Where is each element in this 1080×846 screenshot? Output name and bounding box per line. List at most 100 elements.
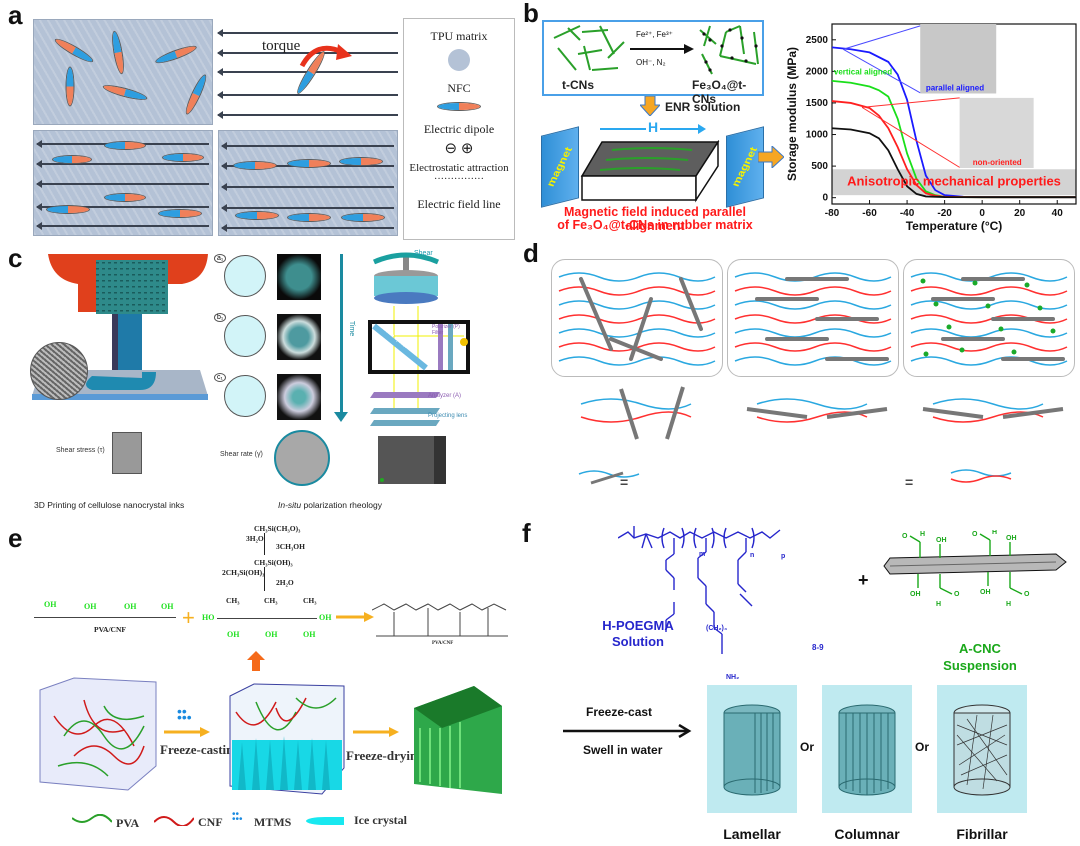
polymer-chain xyxy=(558,342,716,352)
crosslink-dot xyxy=(1011,349,1017,355)
svg-text:OH: OH xyxy=(936,537,947,544)
rheometer-illustration xyxy=(368,252,470,484)
or-label-1: Or xyxy=(800,740,815,754)
arrow-parallel-2 xyxy=(843,48,921,94)
subscript-n: n xyxy=(750,552,755,559)
cellulose-rod xyxy=(619,388,639,440)
subscript-p: p xyxy=(781,553,786,560)
svg-text:OH: OH xyxy=(910,591,921,598)
pva-cnf-label-left: PVA/CNF xyxy=(94,625,126,634)
polymer-chain xyxy=(950,469,1012,477)
series-line-neat xyxy=(831,127,1076,199)
a-cnc-label-line1: A-CNC xyxy=(959,641,1001,656)
h-field-arrow: H xyxy=(600,119,710,136)
polymer-chain xyxy=(932,398,1044,410)
cellulose-rod xyxy=(746,407,808,419)
y-tick-label: 0 xyxy=(822,193,828,204)
step-a1-photo xyxy=(277,254,321,300)
y-axis-label: Storage modulus (MPa) xyxy=(785,47,799,181)
annotation-vertical-aligned: vertical aligned xyxy=(834,68,892,77)
cellulose-rod xyxy=(590,471,624,485)
x-tick-label: 0 xyxy=(979,208,985,219)
right-arrow-icon xyxy=(758,146,784,168)
y-tick-label: 2500 xyxy=(806,35,829,46)
h-field-label: H xyxy=(646,119,661,135)
subscript-m: m xyxy=(699,551,706,558)
crosslink-dot xyxy=(1050,328,1056,334)
pva-legend-icon xyxy=(72,814,112,823)
step-b1-label: b₁ xyxy=(214,313,227,322)
cellulose-rod xyxy=(679,277,703,331)
legend-electrostatic-attraction: Electrostatic attraction xyxy=(409,162,509,174)
polymer-chain xyxy=(734,286,892,296)
polymer-chain xyxy=(734,342,892,352)
mtms-dots-icon: ••••• xyxy=(177,703,192,725)
time-arrow-head-icon xyxy=(334,412,348,422)
svg-text:H: H xyxy=(936,601,941,608)
pva-cnf-label-right: PVA/CNF xyxy=(432,641,454,646)
step2-in: 2CH₃Si(OH)₃ xyxy=(222,568,265,577)
crosslink-dot xyxy=(933,301,939,307)
panel-a-letter: a xyxy=(8,0,23,30)
legend-tpu-matrix: TPU matrix xyxy=(430,29,488,43)
polymer-chain xyxy=(734,356,892,366)
shear-stress-label: Shear stress (τ) xyxy=(56,447,105,454)
x-tick-label: -60 xyxy=(862,208,877,219)
time-label: Time xyxy=(348,320,356,337)
polymer-network-illustration xyxy=(558,272,1068,485)
crosslink-dot xyxy=(946,324,952,330)
pva-cnf-solution-cube xyxy=(39,677,157,791)
legend-nfc: NFC xyxy=(447,81,471,95)
crosslinked-product xyxy=(372,603,508,637)
y-tick-label: 2000 xyxy=(806,66,829,77)
shear-label: Shear xyxy=(414,250,433,257)
panel-d-letter: d xyxy=(523,238,539,268)
panel-c-caption-right: In-situ polarization rheology xyxy=(278,500,382,510)
shear-rate-label: Shear rate (γ̇) xyxy=(220,451,263,458)
annotation-anisotropic: Anisotropic mechanical properties xyxy=(847,174,1061,189)
tpu-chained-box xyxy=(33,130,213,236)
panel-c-caption-left: 3D Printing of cellulose nanocrystal ink… xyxy=(34,500,185,510)
freeze-drying-arrow-icon xyxy=(353,727,399,737)
svg-text:H: H xyxy=(1006,601,1011,608)
plus-icon: + xyxy=(182,605,195,630)
legend-electric-field-line: Electric field line xyxy=(417,197,501,211)
synthesis-box: t-CNs Fe²⁺, Fe³⁺ OH⁻, N₂ Fe₃O₄@t-CNs xyxy=(542,20,764,106)
enr-solution-label: ENR solution xyxy=(665,100,741,114)
equals-sign-1: = xyxy=(620,474,629,490)
arrow-parallel-1 xyxy=(843,25,921,50)
a-cnc-label-line2: Suspension xyxy=(943,658,1017,673)
crosslink-dot xyxy=(1024,282,1030,288)
shear-stress-diagram xyxy=(112,432,142,474)
non-oriented-tem-inset xyxy=(959,97,1034,168)
cellulose-rod xyxy=(1002,407,1064,419)
x-tick-label: -80 xyxy=(825,208,840,219)
t-cns-icon xyxy=(553,25,625,71)
polymer-chain xyxy=(558,272,716,282)
panel-b-caption-line1: Magnetic field induced parallel alignmen… xyxy=(564,205,746,233)
svg-text:O: O xyxy=(1024,591,1030,598)
crosslink-dot xyxy=(959,347,965,353)
freeze-casting-label: Freeze-casting xyxy=(160,742,240,757)
panel-a-legend: TPU matrix NFC Electric dipole ⊖ ⊕ Elect… xyxy=(403,18,515,240)
aerogel-block xyxy=(414,686,502,794)
freeze-casting-arrow-icon xyxy=(164,727,210,737)
polymer-chain xyxy=(910,286,1068,296)
arrow-non-oriented-2 xyxy=(861,106,960,168)
repeat-label: 8-9 xyxy=(812,643,824,652)
polymer-chain xyxy=(578,470,640,478)
panel-b-letter: b xyxy=(523,0,539,28)
torque-label: torque xyxy=(262,38,301,54)
polymer-chain xyxy=(910,342,1068,352)
intermediate: CH₃Si(OH)₃ xyxy=(254,558,293,567)
tpu-aligned-box xyxy=(218,130,398,236)
ch2-4-label: (CH₂)₄ xyxy=(706,625,728,632)
sem-inset-icon xyxy=(30,342,88,400)
shear-rate-disc xyxy=(274,430,330,486)
svg-text:O: O xyxy=(954,591,960,598)
h-poegma-label-line2: Solution xyxy=(612,634,664,649)
lamellar-label: Lamellar xyxy=(723,826,781,842)
fe3o4-t-cns-label: Fe₃O₄@t-CNs xyxy=(692,78,747,106)
step2-out: 2H₂O xyxy=(276,578,294,587)
